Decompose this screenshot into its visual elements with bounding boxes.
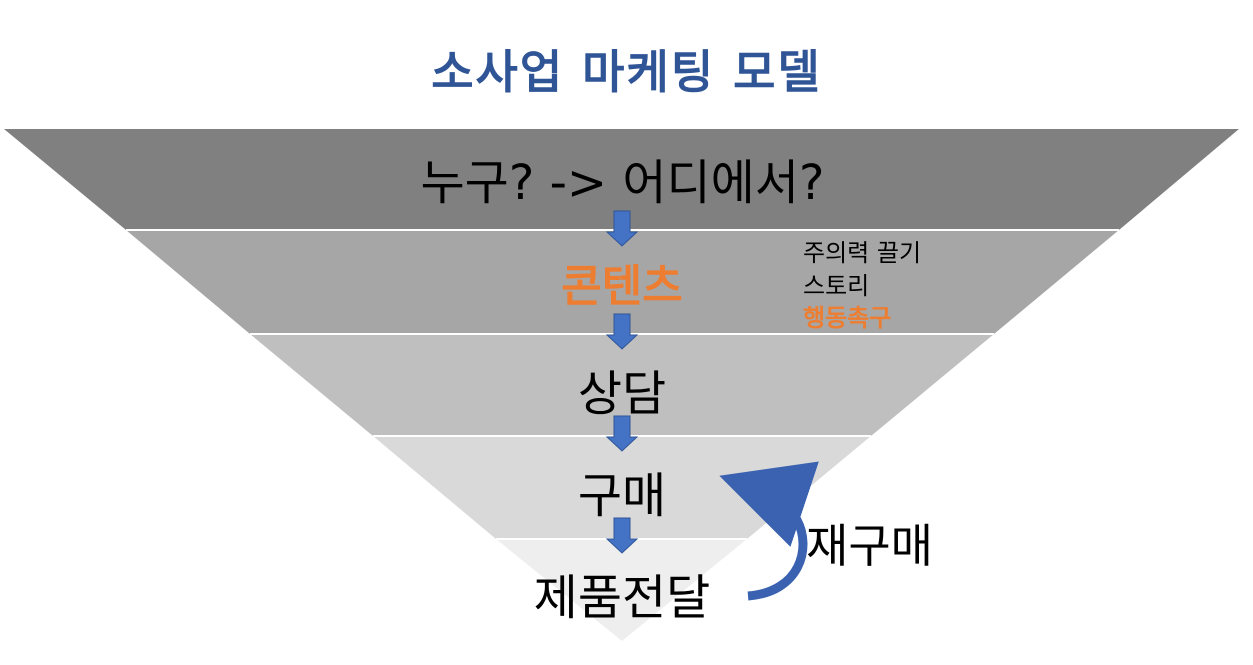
level-label-3: 상담 (577, 366, 667, 422)
content-note-1: 주의력 끌기 (803, 239, 922, 267)
down-arrow-3 (605, 415, 639, 452)
level-label-1: 누구? -> 어디에서? (420, 155, 825, 211)
level-label-2: 콘텐츠 (561, 261, 683, 312)
down-arrow-4 (605, 517, 639, 554)
funnel-level-2 (126, 230, 1119, 334)
down-arrow-1 (605, 210, 639, 247)
level-label-5: 제품전달 (533, 570, 711, 626)
level-label-4: 구매 (577, 468, 667, 524)
content-note-3: 행동촉구 (803, 304, 892, 332)
funnel-level-3 (250, 334, 994, 436)
funnel-level-5 (496, 539, 747, 641)
content-note-2: 스토리 (803, 272, 870, 300)
funnel-level-1 (4, 129, 1239, 230)
down-arrow-2 (605, 313, 639, 350)
diagram-title: 소사업 마케팅 모델 (431, 45, 822, 99)
repurchase-loop-arrow (719, 461, 819, 601)
repurchase-label: 재구매 (806, 519, 933, 573)
